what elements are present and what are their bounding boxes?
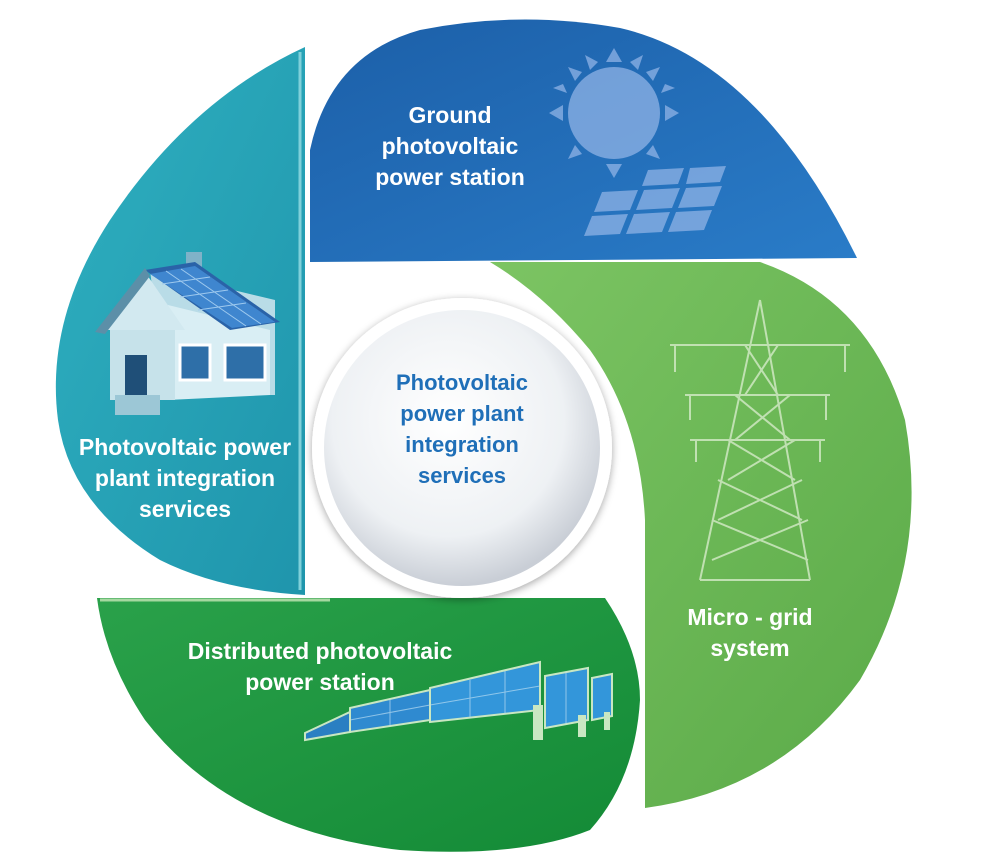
segment-microgrid <box>490 262 912 808</box>
center-label: Photovoltaic power plant integration ser… <box>395 370 528 488</box>
label-integration: Photovoltaic power plant integration ser… <box>78 434 292 522</box>
solar-panel-array-icon <box>304 660 613 742</box>
solar-house-icon <box>95 252 280 415</box>
label-ground: Ground photovoltaic power station <box>375 102 525 190</box>
transmission-tower-icon <box>670 299 850 581</box>
sun-solar-panel-icon <box>549 48 726 236</box>
label-distributed: Distributed photovoltaic power station <box>187 638 453 695</box>
center-circle-inner <box>324 310 600 586</box>
label-microgrid: Micro - grid system <box>687 604 813 661</box>
